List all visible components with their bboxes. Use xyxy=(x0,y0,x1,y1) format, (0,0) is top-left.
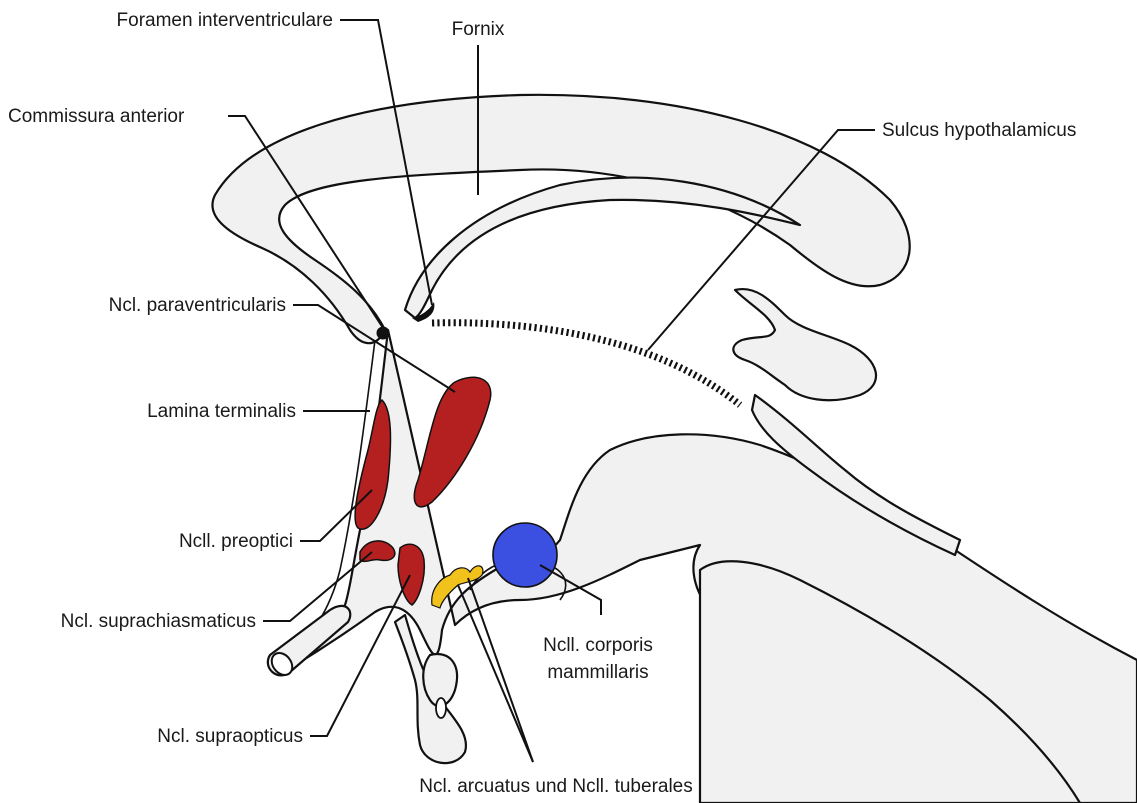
label-sulcus-hypothalamicus: Sulcus hypothalamicus xyxy=(882,120,1076,141)
label-fornix: Fornix xyxy=(452,19,505,40)
hypophysis-cleft xyxy=(436,698,446,718)
pineal-region xyxy=(733,289,876,400)
label-foramen-interventriculare: Foramen interventriculare xyxy=(117,10,333,31)
label-corporis-line1: Ncll. corporis xyxy=(543,635,653,656)
label-arcuatus-tuberales: Ncl. arcuatus und Ncll. tuberales xyxy=(419,776,693,797)
label-supraopticus: Ncl. supraopticus xyxy=(157,726,303,747)
leader-arcuatus-1 xyxy=(458,585,533,762)
label-preoptici: Ncll. preoptici xyxy=(179,531,293,552)
mammillary-nucleus xyxy=(493,523,557,587)
label-corporis-line2: mammillaris xyxy=(547,662,648,683)
fornix-column xyxy=(405,178,800,318)
label-lamina-terminalis: Lamina terminalis xyxy=(147,401,296,422)
label-paraventricularis: Ncl. paraventricularis xyxy=(109,295,286,316)
label-commissura-anterior: Commissura anterior xyxy=(8,106,185,127)
label-suprachiasmaticus: Ncl. suprachiasmaticus xyxy=(61,611,256,632)
commissura-anterior-dot xyxy=(377,327,390,340)
leader-arcuatus-2 xyxy=(468,578,533,762)
paraventricular-nucleus xyxy=(414,377,490,507)
